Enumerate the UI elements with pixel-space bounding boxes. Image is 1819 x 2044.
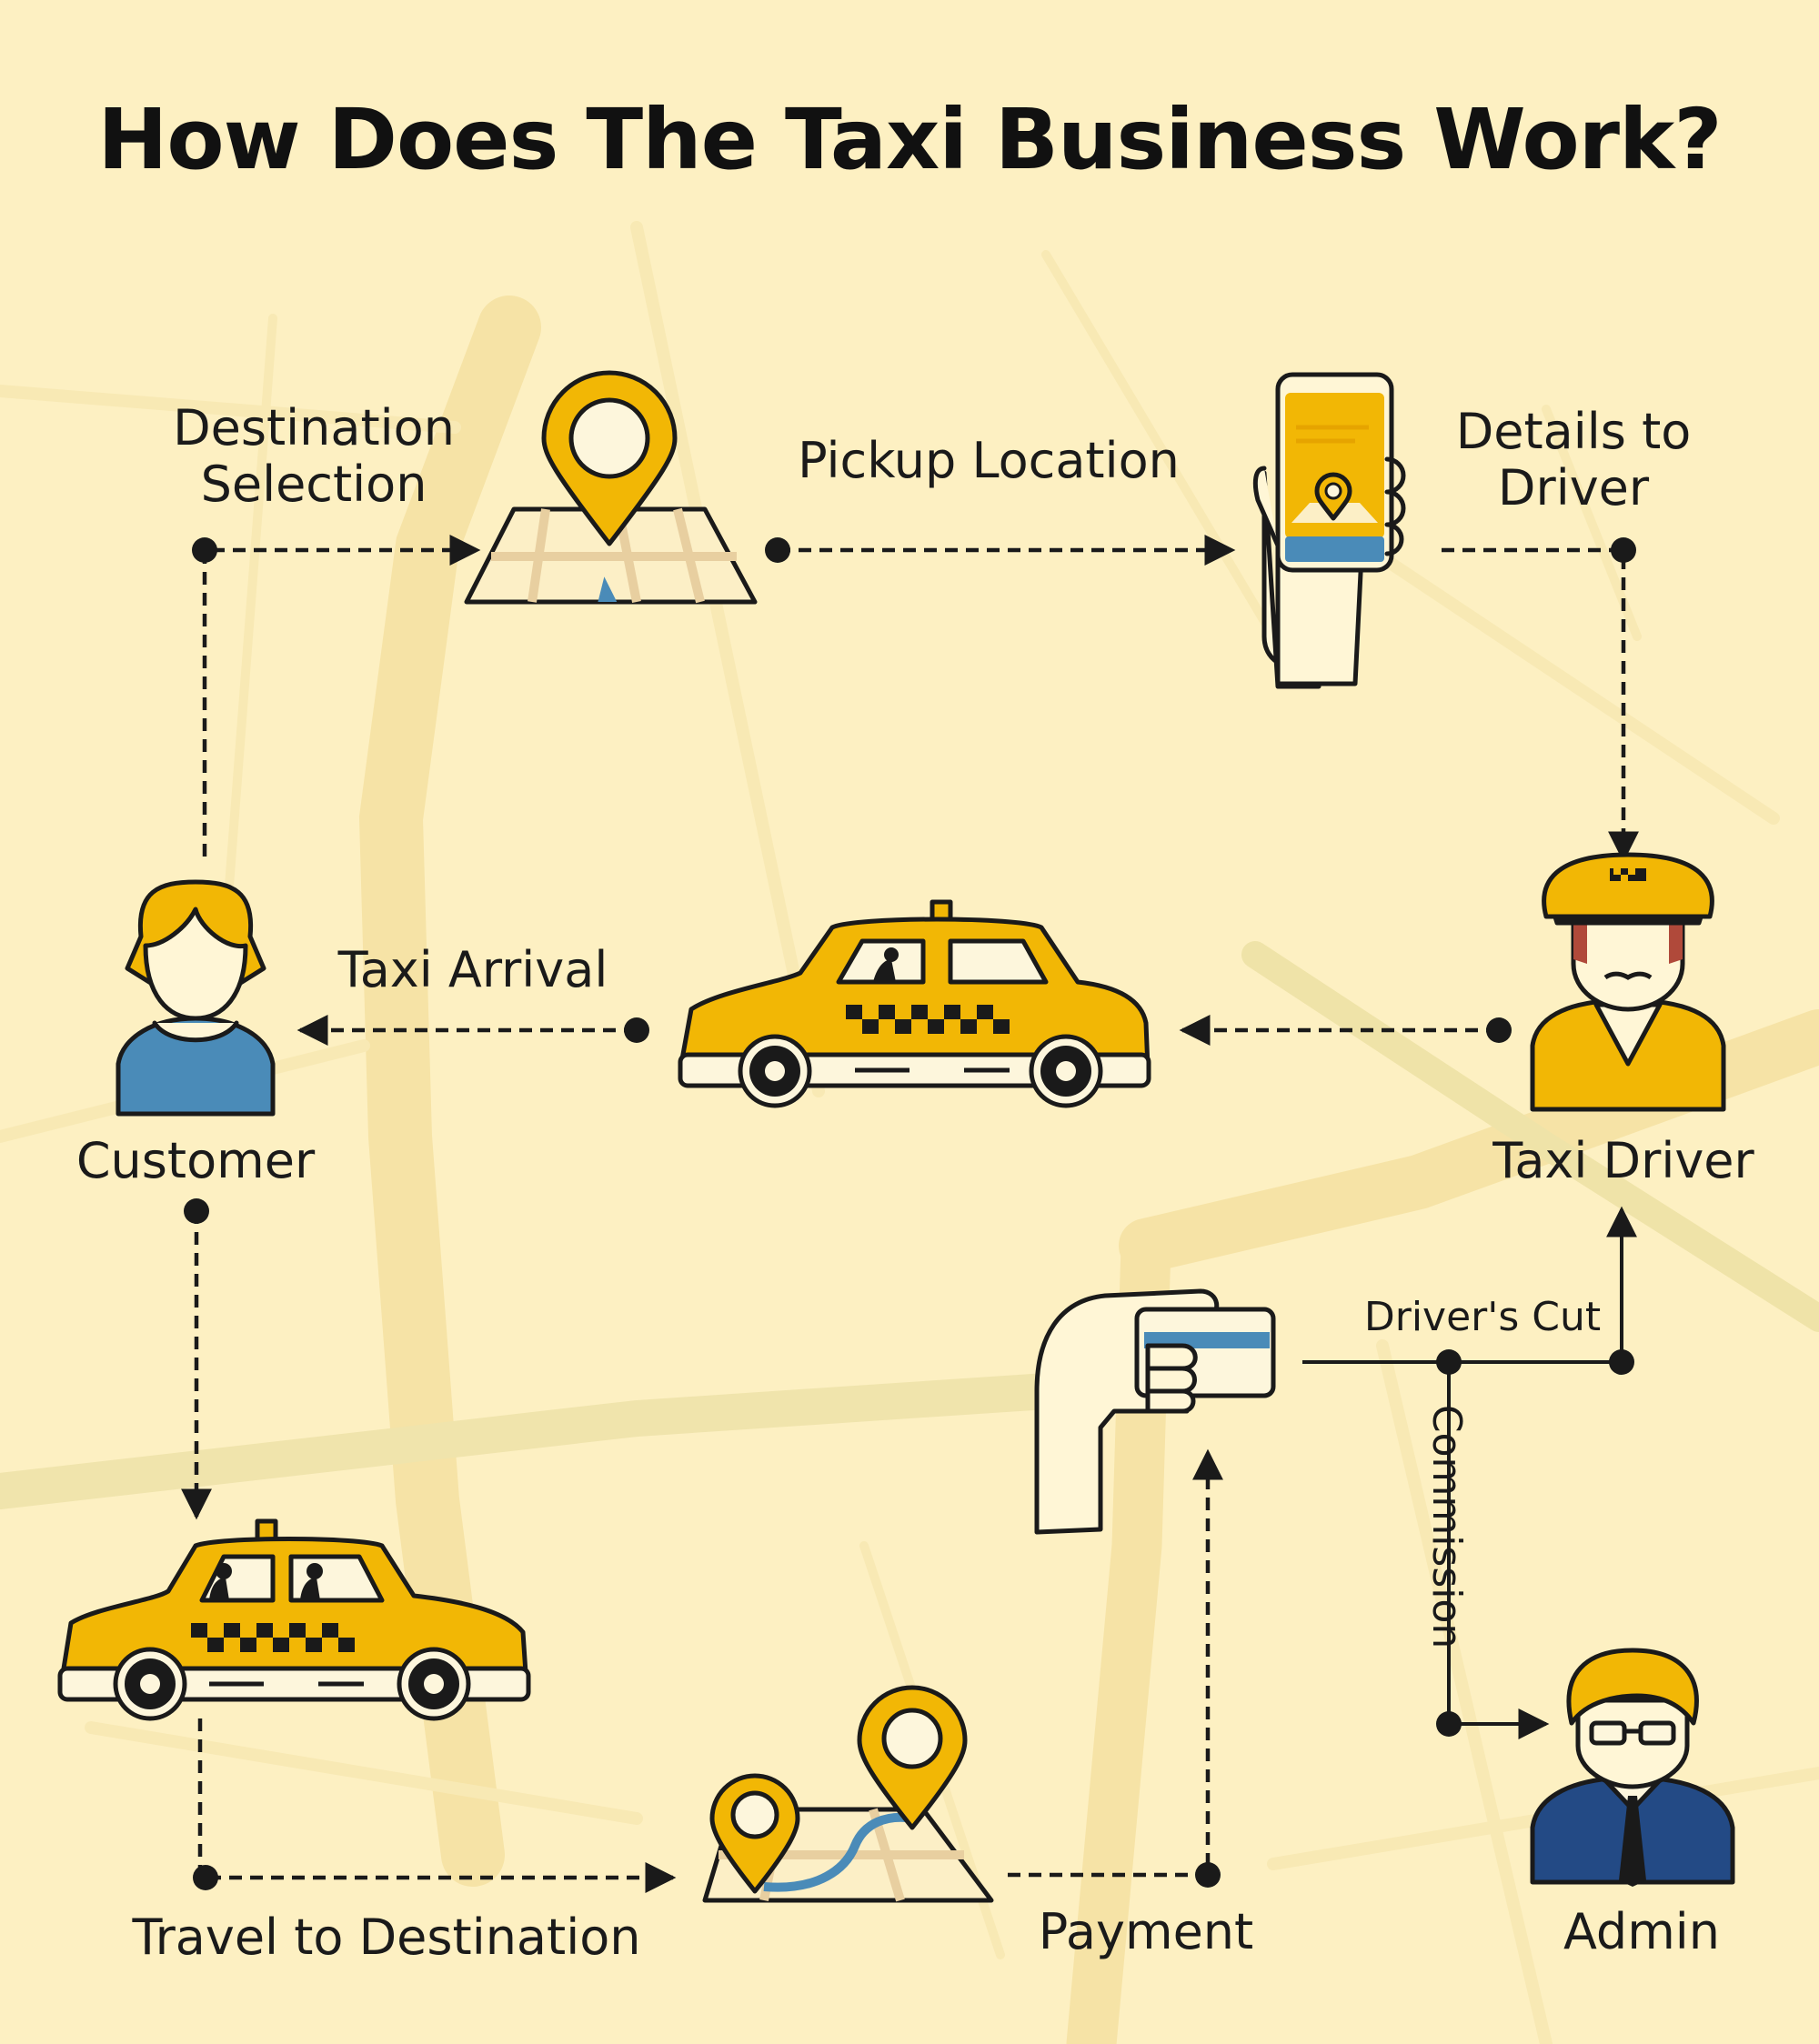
- drivers-cut-label: Driver's Cut: [1363, 1294, 1602, 1340]
- payment-label: Payment: [1038, 1903, 1254, 1960]
- page-title: How Does The Taxi Business Work?: [97, 91, 1722, 188]
- taxi-arrival-label: Taxi Arrival: [337, 941, 608, 998]
- admin-label: Admin: [1563, 1903, 1721, 1960]
- taxi-icon: [678, 899, 1151, 1108]
- pickup-location-label: Pickup Location: [798, 432, 1180, 489]
- customer-label: Customer: [75, 1132, 316, 1189]
- travel-to-destination-label: Travel to Destination: [132, 1909, 641, 1966]
- card-payment-icon: [1034, 1288, 1276, 1535]
- taxi-with-passengers-icon: [57, 1518, 531, 1721]
- details-to-driver-line2: Driver: [1497, 458, 1650, 516]
- map-pin-icon: [464, 370, 758, 605]
- details-to-driver-line1: Details to: [1455, 403, 1692, 460]
- destination-selection-line2: Selection: [200, 455, 427, 513]
- taxi-driver-label: Taxi Driver: [1492, 1132, 1754, 1189]
- destination-selection-line1: Destination: [173, 399, 455, 456]
- phone-in-hand-icon: [1252, 372, 1406, 689]
- details-to-driver-label: Details to Driver: [1437, 404, 1710, 516]
- taxi-driver-icon: [1530, 852, 1726, 1112]
- route-map-icon: [702, 1685, 994, 1903]
- commission-label: Commission: [1423, 1404, 1471, 1649]
- admin-icon: [1530, 1648, 1735, 1887]
- destination-selection-label: Destination Selection: [168, 400, 459, 512]
- customer-icon: [116, 879, 276, 1117]
- connectors: [181, 535, 1639, 1893]
